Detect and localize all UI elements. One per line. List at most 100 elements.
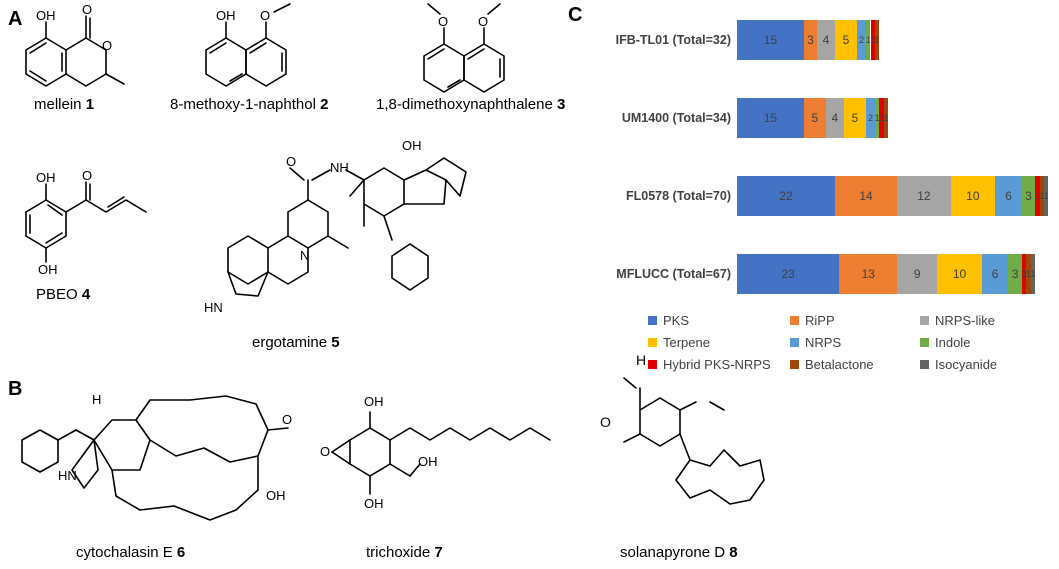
legend-item: RiPP	[790, 313, 835, 328]
legend-label: NRPS	[805, 335, 842, 350]
pbeo-oh1-label: OH	[36, 170, 56, 185]
methoxynaphthol-oh-label: OH	[216, 8, 236, 23]
panel-label-a: A	[8, 8, 23, 30]
caption-cytochalasin: cytochalasin E 6	[76, 544, 186, 561]
bar-segment: 15	[737, 98, 804, 138]
legend-label: PKS	[663, 313, 690, 328]
legend-label: Isocyanide	[935, 357, 998, 372]
bar-segment: 3	[1008, 254, 1022, 294]
cytochalasin-h-label: H	[92, 392, 101, 407]
cytochalasin-structure	[21, 395, 289, 521]
dimethoxynaphthalene-o2-label: O	[478, 14, 488, 29]
cytochalasin-o-label: O	[282, 412, 292, 427]
dimethoxynaphthalene-structure	[423, 3, 505, 93]
trichoxide-oh3-label: OH	[418, 454, 438, 469]
mellein-ring-o-label: O	[102, 38, 112, 53]
bar-segment: 4	[817, 20, 835, 60]
dimethoxynaphthalene-o1-label: O	[438, 14, 448, 29]
bar-segment: 1	[874, 98, 880, 138]
bar-segment: 1	[866, 20, 871, 60]
chemical-structures-drawing: OH O O OH O O O OH OH O	[21, 2, 551, 521]
legend-item: NRPS	[790, 335, 841, 350]
cytochalasin-oh-label: OH	[266, 488, 286, 503]
panel-label-c: C	[568, 4, 583, 26]
pbeo-oh2-label: OH	[38, 262, 58, 277]
bar-segment: 1	[1035, 176, 1040, 216]
bar-segment: 6	[995, 176, 1022, 216]
legend-swatch	[920, 360, 929, 369]
legend-item: Betalactone	[790, 357, 874, 372]
bar-segment: 5	[803, 98, 826, 138]
bar-segment: 6	[981, 254, 1009, 294]
ergotamine-o-label: O	[286, 154, 296, 169]
bar-segment: 10	[950, 176, 996, 216]
bar-segment: 1	[1021, 254, 1027, 294]
bar-segment: 1	[879, 98, 884, 138]
bar-segment: 5	[843, 98, 867, 138]
cytochalasin-hn-label: HN	[58, 468, 77, 483]
trichoxide-oh2-label: OH	[364, 496, 384, 511]
solanapyrone-drawing	[623, 377, 765, 505]
legend-label: Hybrid PKS-NRPS	[663, 357, 771, 372]
legend-item: PKS	[648, 313, 689, 328]
mellein-o-label: O	[82, 2, 92, 17]
bar-category-label: IFB-TL01 (Total=32)	[615, 33, 731, 47]
solanapyrone-h1-label: H	[636, 352, 647, 368]
ergotamine-hn-label: HN	[204, 300, 223, 315]
bar-segment: 5	[834, 20, 858, 60]
caption-methoxynaphthol: 8-methoxy-1-naphthol 2	[170, 96, 329, 113]
legend-swatch	[648, 338, 657, 347]
bar-category-label: MFLUCC (Total=67)	[616, 267, 731, 281]
bar-segment: 14	[834, 176, 898, 216]
bar-segment: 22	[737, 176, 835, 216]
caption-ergotamine: ergotamine 5	[252, 334, 340, 351]
panel-label-b: B	[8, 378, 23, 400]
bar-category-label: UM1400 (Total=34)	[621, 111, 731, 125]
bar-segment: 1	[874, 20, 880, 60]
caption-solanapyrone: solanapyrone D 8	[620, 544, 738, 561]
bar-segment: 1	[1039, 176, 1045, 216]
bar-segment: 1	[1030, 254, 1036, 294]
legend-swatch	[920, 316, 929, 325]
bar-segment: 1	[1044, 176, 1049, 216]
caption-mellein: mellein 1	[34, 96, 95, 113]
bar-segment: 23	[737, 254, 840, 294]
bar-category-label: FL0578 (Total=70)	[625, 189, 731, 203]
caption-dimethoxynaphthalene: 1,8-dimethoxynaphthalene 3	[376, 96, 566, 113]
ergotamine-nh-label: NH	[330, 160, 349, 175]
legend-swatch	[920, 338, 929, 347]
bar-segment: 3	[1021, 176, 1036, 216]
bar-segment: 13	[839, 254, 898, 294]
pbeo-o-label: O	[82, 168, 92, 183]
bar-segment: 1	[870, 20, 875, 60]
ergotamine-structure	[227, 157, 467, 297]
legend-item: Isocyanide	[920, 357, 997, 372]
bar-segment: 1	[1026, 254, 1031, 294]
bar-segment: 2	[866, 98, 875, 138]
legend-swatch	[648, 360, 657, 369]
ergotamine-n-label: N	[300, 248, 309, 263]
bar-segment: 9	[897, 254, 938, 294]
trichoxide-o-label: O	[320, 444, 330, 459]
bar-segment: 12	[897, 176, 951, 216]
legend-label: NRPS-like	[935, 313, 995, 328]
legend-label: Indole	[935, 335, 971, 350]
methoxynaphthol-o-label: O	[260, 8, 270, 23]
legend-item: Terpene	[648, 335, 710, 350]
legend-swatch	[790, 316, 799, 325]
legend-item: Indole	[920, 335, 970, 350]
trichoxide-oh1-label: OH	[364, 394, 384, 409]
bar-segment: 1	[883, 98, 889, 138]
legend-label: RiPP	[805, 313, 835, 328]
legend-label: Terpene	[663, 335, 710, 350]
bar-segment: 4	[826, 98, 844, 138]
mellein-oh-label: OH	[36, 8, 56, 23]
legend-swatch	[790, 360, 799, 369]
pbeo-structure	[25, 181, 147, 263]
legend-item: NRPS-like	[920, 313, 995, 328]
legend-swatch	[648, 316, 657, 325]
caption-trichoxide: trichoxide 7	[366, 544, 443, 561]
trichoxide-structure	[331, 411, 551, 495]
caption-pbeo: PBEO 4	[36, 286, 91, 303]
methoxynaphthol-structure	[205, 3, 291, 87]
